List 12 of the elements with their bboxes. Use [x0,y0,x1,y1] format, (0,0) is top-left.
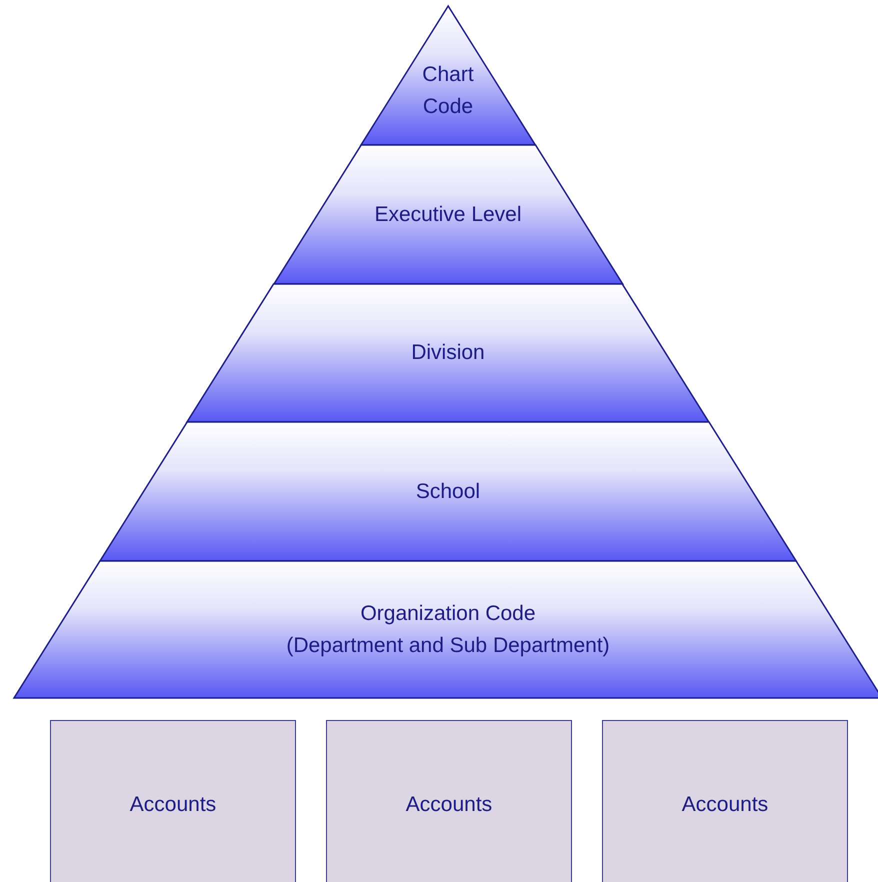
account-box [326,720,572,882]
level-label: (Department and Sub Department) [286,632,610,658]
level-label: Chart Code [421,62,475,120]
level-label: School [416,478,480,504]
level-label: Accounts [682,792,768,818]
level-label: Accounts [406,792,492,818]
level-label: Division [411,340,485,366]
level-label: Executive Level [374,202,522,228]
level-label: Organization Code [360,600,536,626]
account-box [602,720,848,882]
level-label: Accounts [130,792,216,818]
account-box [50,720,296,882]
